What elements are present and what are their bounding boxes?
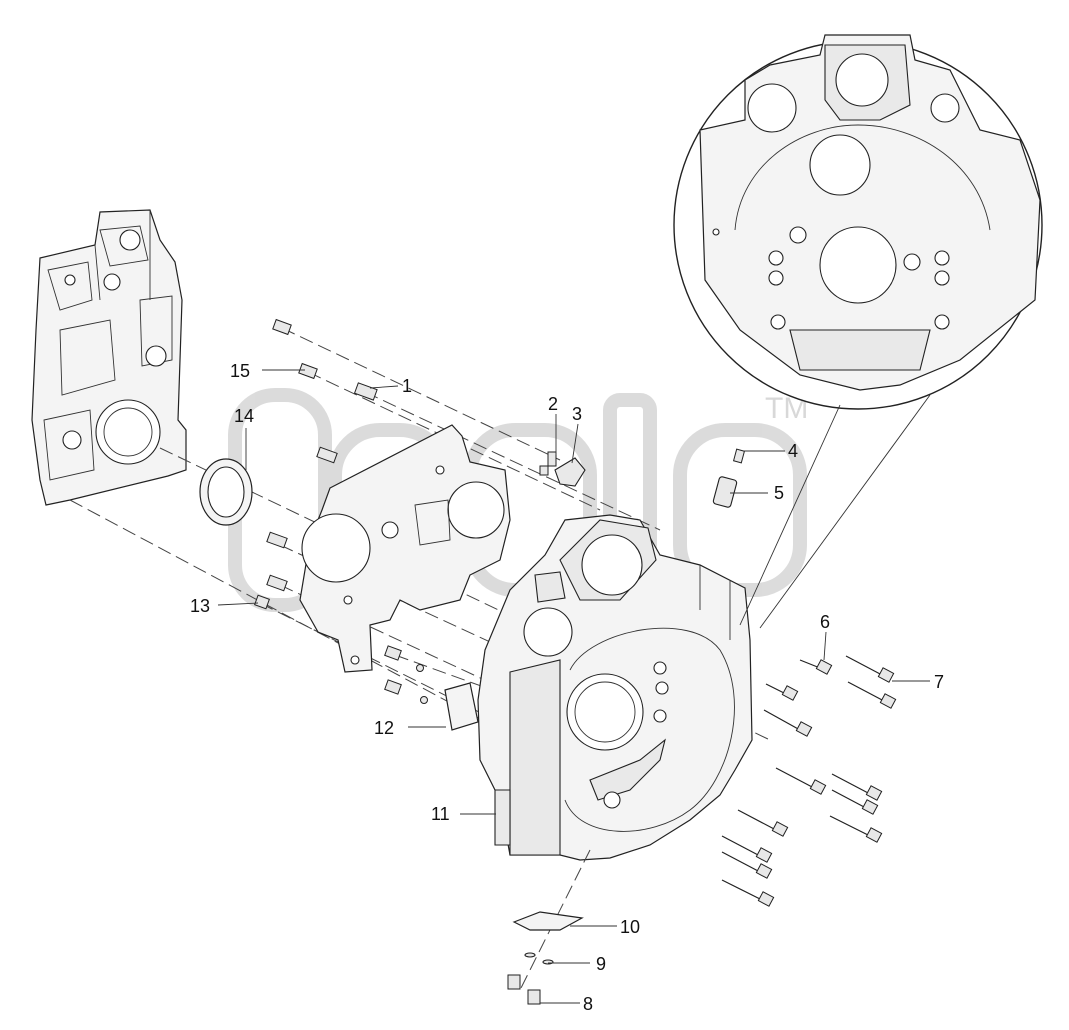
callout-2: 2 — [548, 394, 558, 414]
callout-14: 14 — [234, 406, 254, 426]
small-bolts — [254, 318, 428, 704]
callout-1: 1 — [402, 376, 412, 396]
gasket-plate — [299, 424, 511, 673]
callout-15: 15 — [230, 361, 250, 381]
callout-11: 11 — [431, 804, 450, 824]
long-bolts — [721, 655, 897, 907]
callout-8: 8 — [583, 994, 593, 1014]
callout-7: 7 — [934, 672, 944, 692]
callout-9: 9 — [596, 954, 606, 974]
oil-seal — [199, 458, 253, 526]
callout-5: 5 — [774, 483, 784, 503]
engine-block — [31, 209, 187, 506]
callout-labels: 1 2 3 4 5 6 7 8 9 10 11 12 13 14 15 — [190, 361, 944, 1014]
speed-sensor — [712, 448, 746, 508]
callout-10: 10 — [620, 917, 640, 937]
callout-4: 4 — [788, 441, 798, 461]
flywheel-housing — [477, 514, 753, 861]
sensor-bracket — [539, 451, 586, 487]
callout-3: 3 — [572, 404, 582, 424]
callout-12: 12 — [374, 718, 394, 738]
detail-view-circle — [673, 34, 1043, 629]
callout-13: 13 — [190, 596, 210, 616]
bottom-cover-parts — [507, 849, 591, 1005]
leader-lines — [217, 369, 930, 1004]
callout-6: 6 — [820, 612, 830, 632]
small-cover-plate — [444, 682, 479, 731]
